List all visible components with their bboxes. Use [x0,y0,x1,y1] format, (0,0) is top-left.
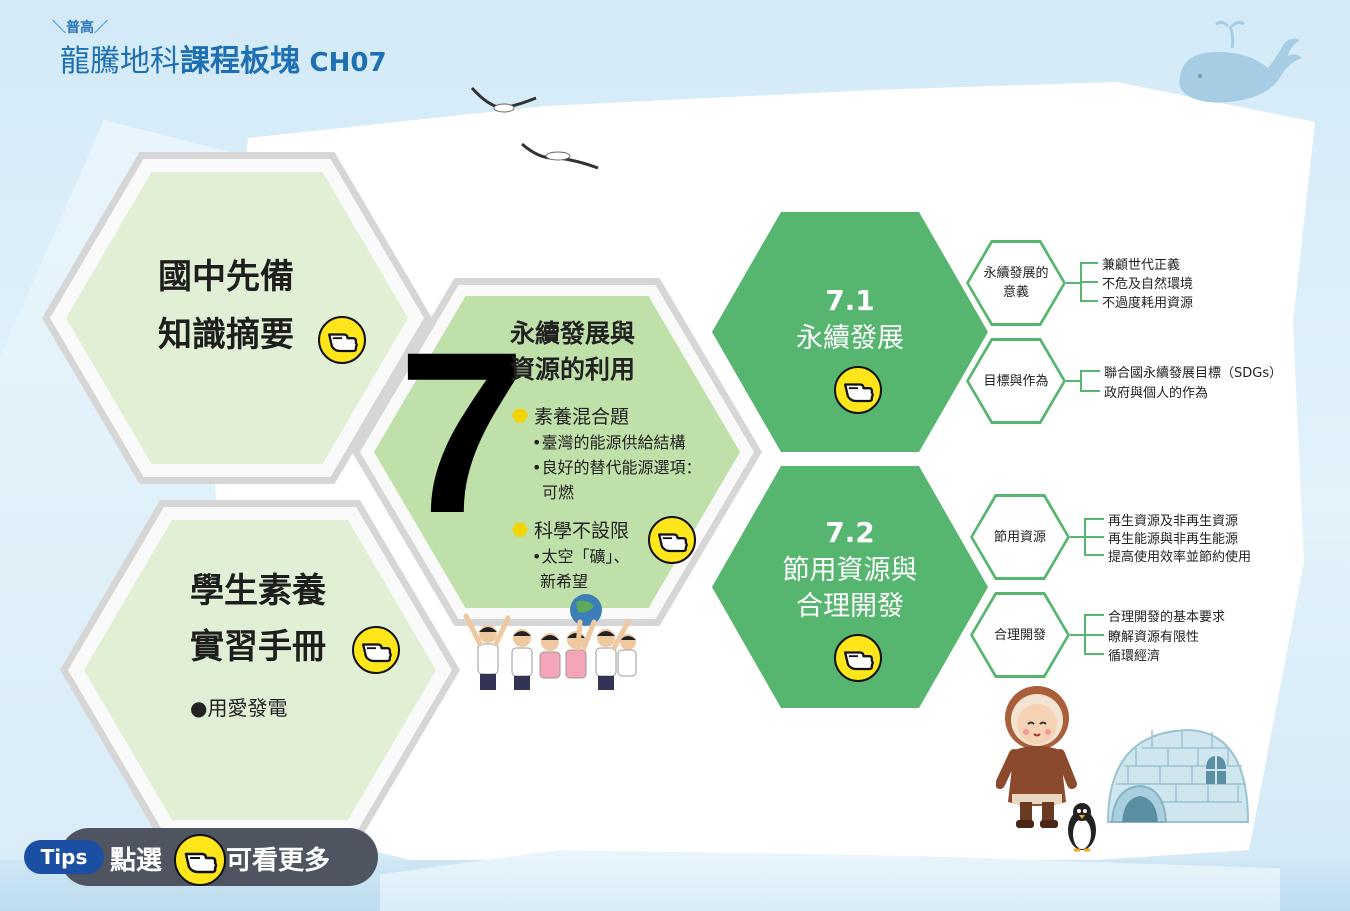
tips-badge: Tips [24,840,104,874]
chapter-label: CH07 [309,48,387,78]
whale-icon [1172,18,1302,106]
page-title-light: 龍騰地科 [60,44,180,79]
literacy-item-3: 可燃 [542,483,575,502]
topic-point: 不過度耗用資源 [1102,296,1194,311]
section-heading-literacy: 素養混合題 [512,402,629,429]
section-7-2-label-line1: 節用資源與 [782,555,918,586]
topic-point: 合理開發的基本要求 [1108,610,1226,625]
topic-point: 再生能源與非再生能源 [1108,532,1239,547]
workbook-bullet: ●用愛發電 [190,696,288,720]
section-7-2-label-line2: 合理開發 [796,591,904,622]
tips-text-before: 點選 [110,846,163,876]
branch-line [1070,536,1084,538]
topic-goals-label: 目標與作為 [983,373,1049,389]
literacy-item-1: •臺灣的能源供給結構 [532,433,686,452]
branch-line [1080,370,1100,372]
header-sub-label: ＼普高／ [52,20,108,36]
pointing-hand-icon[interactable] [834,634,882,682]
branch-line [1080,281,1098,283]
tips-text-after: 可看更多 [226,846,331,876]
workbook-line1: 學生素養 [190,571,326,611]
topic-point: 再生資源及非再生資源 [1108,514,1239,529]
pointing-hand-icon[interactable] [834,366,882,414]
section-7-1-label: 永續發展 [796,323,904,354]
branch-line [1080,370,1082,392]
branch-line [1084,518,1104,520]
topic-point: 提高使用效率並節約使用 [1108,550,1252,565]
branch-line [1070,634,1084,636]
branch-line [1080,300,1098,302]
eskimo-child-icon [995,684,1078,832]
topic-point: 瞭解資源有限性 [1108,630,1200,645]
penguin-icon [1064,800,1100,854]
topic-point: 不危及自然環境 [1102,277,1194,292]
section-7-1-number: 7.1 [825,284,875,317]
pointing-hand-icon [174,834,226,886]
topic-point: 兼顧世代正義 [1102,258,1181,273]
branch-line [1066,282,1080,284]
topic-point: 循環經濟 [1108,649,1161,664]
pointing-hand-icon[interactable] [318,316,366,364]
chapter-title-line2: 資源的利用 [510,355,636,384]
page-title-bold: 課程板塊 [180,44,300,79]
topic-point: 聯合國永續發展目標（SDGs） [1104,366,1283,381]
chapter-number: 7 [398,304,526,561]
literacy-item-2: •良好的替代能源選項： [532,458,702,477]
prereq-line2: 知識摘要 [158,315,294,355]
branch-line [1084,653,1104,655]
science-item-2: 新希望 [540,572,589,591]
branch-line [1084,614,1104,616]
pointing-hand-icon[interactable] [648,516,696,564]
topic-develop-label: 合理開發 [993,627,1046,643]
pointing-hand-icon[interactable] [352,626,400,674]
topic-meaning-label: 永續發展的意義 [983,266,1049,300]
igloo-icon [1102,722,1250,824]
hexagon-bullet-icon [512,522,528,537]
hexagon-bullet-icon [512,408,528,423]
section-heading-science: 科學不設限 [512,516,629,543]
branch-line [1084,536,1104,538]
branch-line [1080,262,1098,264]
seagull-icon [470,86,540,113]
branch-line [1080,390,1100,392]
seagull-icon [520,142,599,170]
topic-conserve-label: 節用資源 [993,529,1046,545]
branch-line [1084,554,1104,556]
topic-point: 政府與個人的作為 [1104,386,1209,401]
page-title: 龍騰地科課程板塊 CH07 [60,36,480,80]
science-item-1: •太空「礦」、 [532,547,630,566]
prereq-line1: 國中先備 [158,257,294,297]
children-photo [458,592,642,696]
branch-line [1066,380,1080,382]
chapter-title-line1: 永續發展與 [510,319,636,348]
workbook-line2: 實習手冊 [190,627,326,667]
branch-line [1084,634,1104,636]
section-7-2-number: 7.2 [825,516,875,549]
